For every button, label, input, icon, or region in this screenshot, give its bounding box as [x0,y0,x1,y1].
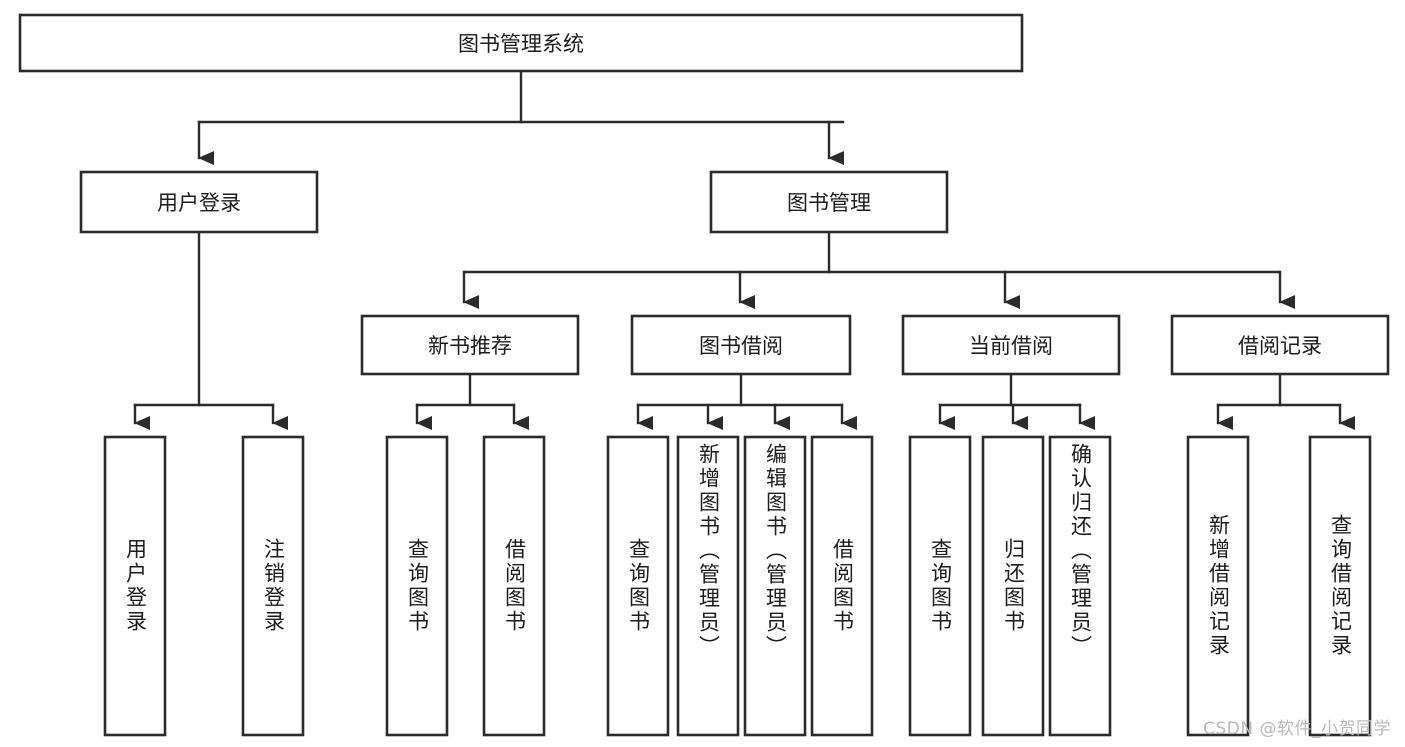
leaf-box-borrow-book-bb[interactable] [810,435,874,737]
leaf-box-borrow-book-nbr[interactable] [482,435,546,737]
node-user-login[interactable]: 用户登录 [79,170,319,234]
node-book-borrow-label: 图书借阅 [699,334,783,358]
leaf-box-confirm-return-admin[interactable] [1048,435,1112,737]
leaf-box-add-borrow-record[interactable] [1186,435,1250,737]
node-book-manage[interactable]: 图书管理 [709,170,949,234]
leaf-box-query-borrow-record[interactable] [1308,435,1372,737]
node-root-label: 图书管理系统 [458,32,584,56]
watermark-text: CSDN @软件_小贺同学 [1203,719,1391,739]
node-user-login-label: 用户登录 [157,191,241,215]
node-borrow-record-label: 借阅记录 [1238,334,1322,358]
leaf-box-return-book-cb[interactable] [981,435,1045,737]
node-current-borrow-label: 当前借阅 [969,334,1053,358]
leaf-box-query-book-nbr[interactable] [385,435,449,737]
leaf-box-query-book-cb[interactable] [908,435,972,737]
leaf-box-user-login[interactable] [103,435,167,737]
connector-root-to-level1 [197,69,845,165]
node-borrow-record[interactable]: 借阅记录 [1170,314,1390,376]
leaf-box-add-book-admin[interactable] [676,435,740,737]
leaf-boxes [103,435,1372,737]
node-root[interactable]: 图书管理系统 [18,13,1024,73]
connector-bookmanage-to-level2 [462,230,1295,309]
node-new-book-recommend-label: 新书推荐 [428,334,512,358]
connector-borrowrecord-to-leaves [1216,372,1355,430]
connector-bookborrow-to-leaves [636,372,857,430]
node-current-borrow[interactable]: 当前借阅 [901,314,1121,376]
node-book-borrow[interactable]: 图书借阅 [630,314,852,376]
connector-currentborrow-to-leaves [938,372,1095,430]
connector-newbook-to-leaves [415,372,529,430]
leaf-box-query-book-bb[interactable] [606,435,670,737]
node-book-manage-label: 图书管理 [787,191,871,215]
node-new-book-recommend[interactable]: 新书推荐 [360,314,580,376]
connector-userlogin-to-leaves [133,230,288,430]
leaf-box-user-logout[interactable] [241,435,305,737]
leaf-box-edit-book-admin[interactable] [743,435,807,737]
